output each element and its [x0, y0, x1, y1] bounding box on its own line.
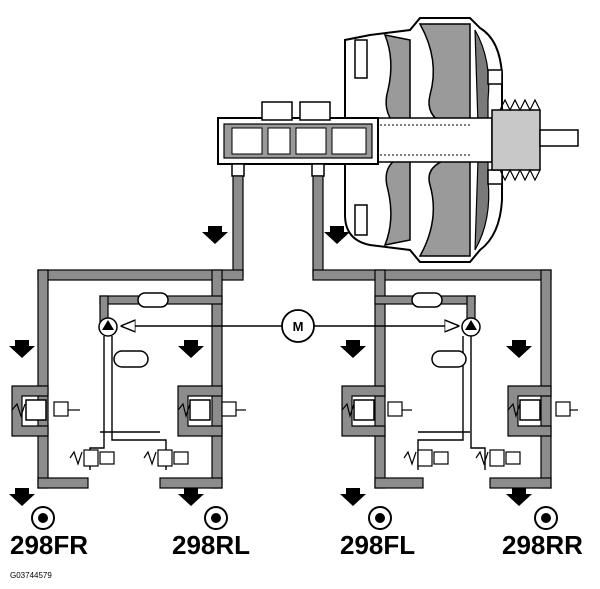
pump-right — [461, 317, 481, 337]
arrow-down-icon — [506, 340, 532, 358]
arrow-down-icon — [324, 226, 350, 244]
valve-housings — [11, 385, 552, 437]
wheel-cylinder-rr — [534, 506, 558, 530]
wheel-cylinders — [31, 506, 558, 530]
wheel-cylinder-fl — [368, 506, 392, 530]
pump-motor: M — [281, 309, 315, 343]
arrow-down-icon — [178, 488, 204, 506]
master-cylinder — [217, 101, 379, 177]
arrow-down-icon — [9, 340, 35, 358]
arrow-down-icon — [9, 488, 35, 506]
arrow-down-icon — [340, 340, 366, 358]
pump-left — [98, 317, 118, 337]
figure-code: G03744579 — [10, 571, 52, 580]
outlet-valve-rr — [475, 449, 521, 467]
wheel-label-fr: 298FR — [10, 530, 89, 560]
arrow-down-icon — [202, 226, 228, 244]
flow-arrows — [9, 226, 532, 506]
inlet-valve-rl — [177, 399, 246, 421]
inlet-valve-rr — [507, 399, 578, 421]
arrow-down-icon — [506, 488, 532, 506]
wheel-label-fl: 298FL — [340, 530, 416, 560]
arrow-down-icon — [340, 488, 366, 506]
inlet-valve-fr — [11, 399, 80, 421]
outlet-valve-fr — [69, 449, 115, 467]
brake-booster — [344, 17, 579, 263]
wheel-label-rl: 298RL — [172, 530, 251, 560]
motor-label: M — [293, 319, 304, 334]
wheel-cylinder-rl — [204, 506, 228, 530]
accumulators — [113, 292, 467, 368]
arrow-down-icon — [178, 340, 204, 358]
wheel-cylinder-fr — [31, 506, 55, 530]
wheel-label-rr: 298RR — [502, 530, 583, 560]
outlet-valve-fl — [403, 449, 449, 467]
solenoid-valves — [11, 399, 578, 467]
inlet-valve-fl — [341, 399, 412, 421]
outlet-valve-rl — [143, 449, 189, 467]
